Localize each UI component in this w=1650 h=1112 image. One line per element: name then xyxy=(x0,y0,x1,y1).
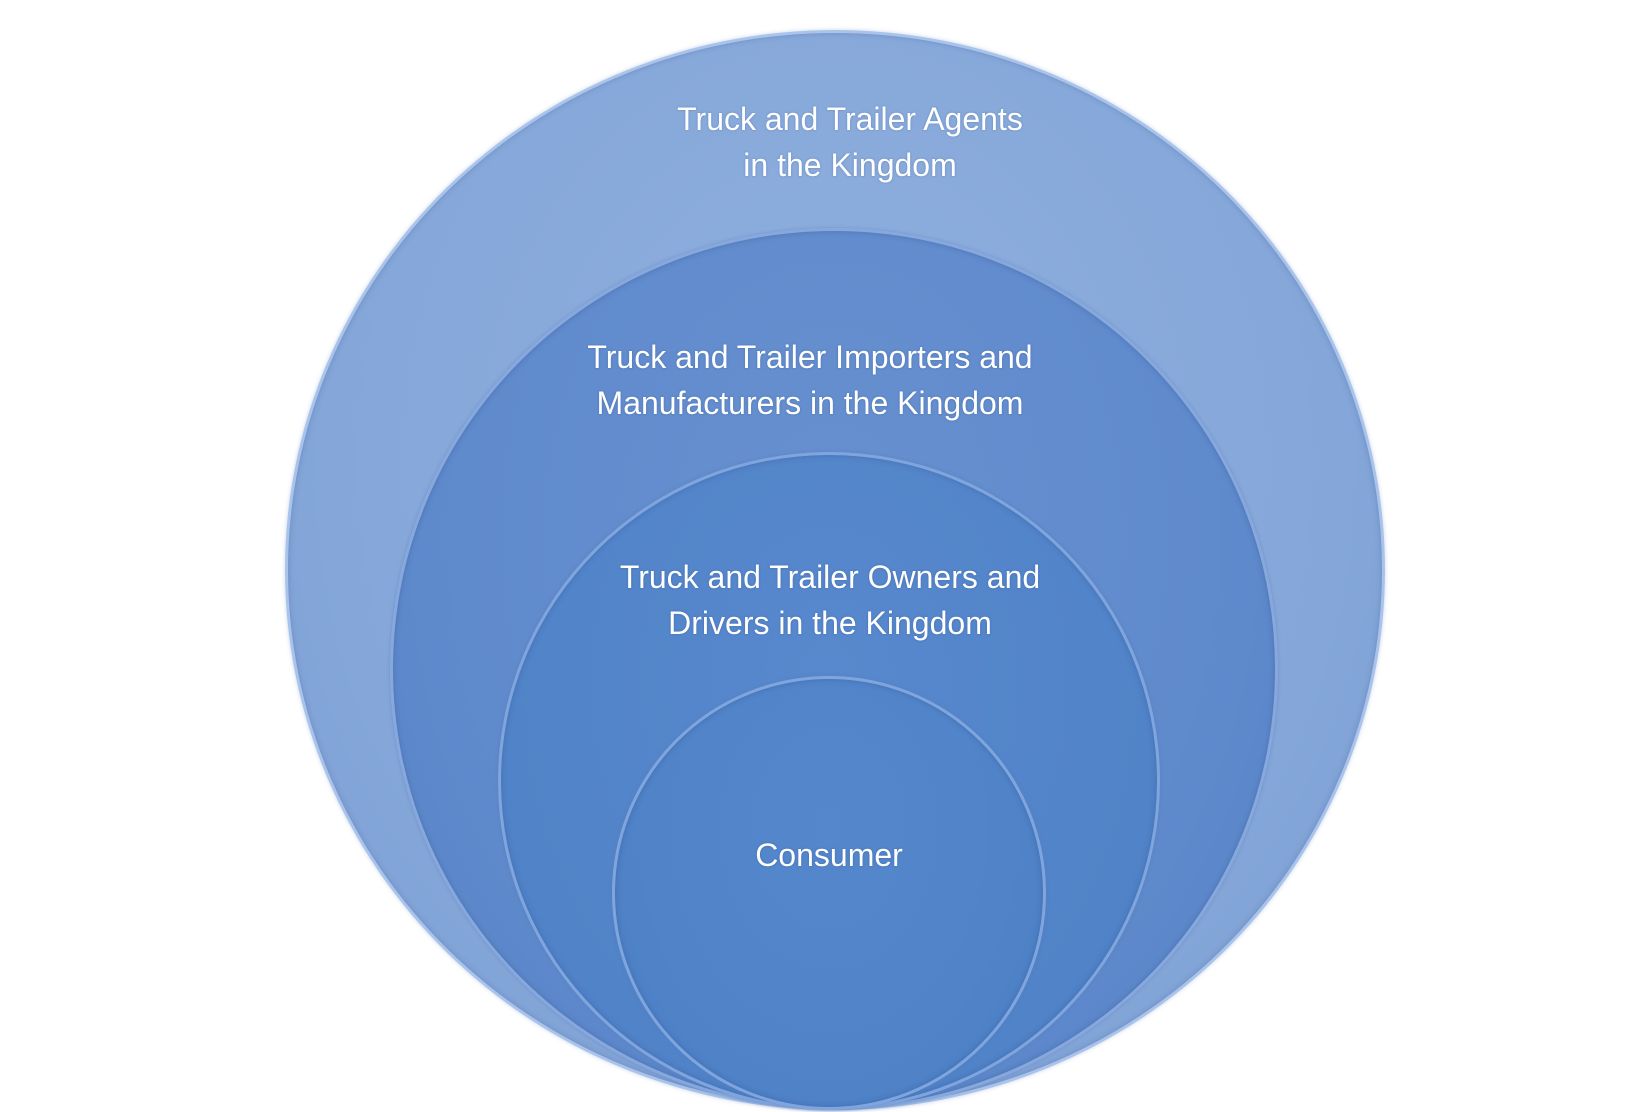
circle-consumer xyxy=(612,676,1046,1110)
label-agents: Truck and Trailer Agents in the Kingdom xyxy=(600,96,1100,188)
label-owners-line1: Truck and Trailer Owners and xyxy=(619,559,1041,595)
label-consumer: Consumer xyxy=(729,832,929,878)
label-importers-line1: Truck and Trailer Importers and xyxy=(587,339,1033,375)
label-agents-line1: Truck and Trailer Agents xyxy=(677,101,1023,137)
label-owners-drivers: Truck and Trailer Owners and Drivers in … xyxy=(570,554,1090,646)
label-importers-manufacturers: Truck and Trailer Importers and Manufact… xyxy=(540,334,1080,426)
label-agents-line2: in the Kingdom xyxy=(743,147,957,183)
label-importers-line2: Manufacturers in the Kingdom xyxy=(596,385,1024,421)
label-consumer-line1: Consumer xyxy=(755,837,903,873)
label-owners-line2: Drivers in the Kingdom xyxy=(668,605,992,641)
